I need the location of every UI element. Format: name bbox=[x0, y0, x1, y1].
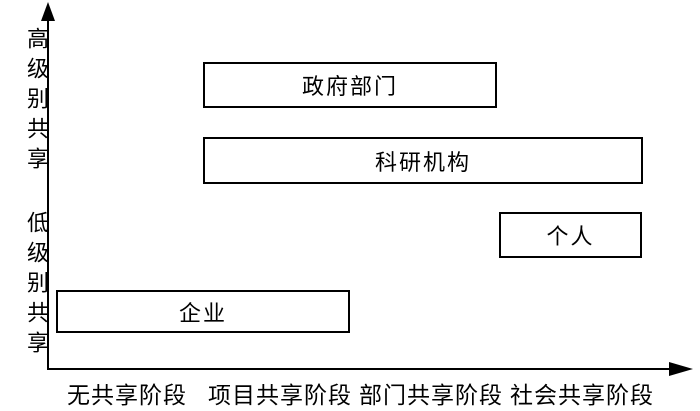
x-axis-stage-project-sharing: 项目共享阶段 bbox=[208, 383, 352, 408]
arrow-up-icon bbox=[41, 2, 55, 21]
box-individual-label: 个人 bbox=[546, 224, 595, 249]
x-axis-stage-no-sharing: 无共享阶段 bbox=[67, 383, 187, 408]
x-axis-stage-department-sharing: 部门共享阶段 bbox=[359, 383, 503, 408]
box-enterprise: 企业 bbox=[56, 290, 350, 333]
box-government-label: 政府部门 bbox=[301, 74, 398, 99]
y-axis-label-low-level-sharing: 低级别共享 bbox=[24, 211, 49, 361]
x-axis-stage-society-sharing: 社会共享阶段 bbox=[510, 383, 654, 408]
box-individual: 个人 bbox=[499, 212, 642, 258]
box-research-label: 科研机构 bbox=[374, 149, 471, 175]
box-government-departments: 政府部门 bbox=[203, 62, 497, 108]
arrow-right-icon bbox=[669, 362, 693, 376]
x-axis-line bbox=[47, 368, 671, 370]
box-research-institutions: 科研机构 bbox=[203, 137, 643, 184]
box-enterprise-label: 企业 bbox=[178, 300, 227, 326]
y-axis-label-high-level-sharing: 高级别共享 bbox=[24, 27, 49, 177]
y-axis-line bbox=[47, 18, 49, 370]
